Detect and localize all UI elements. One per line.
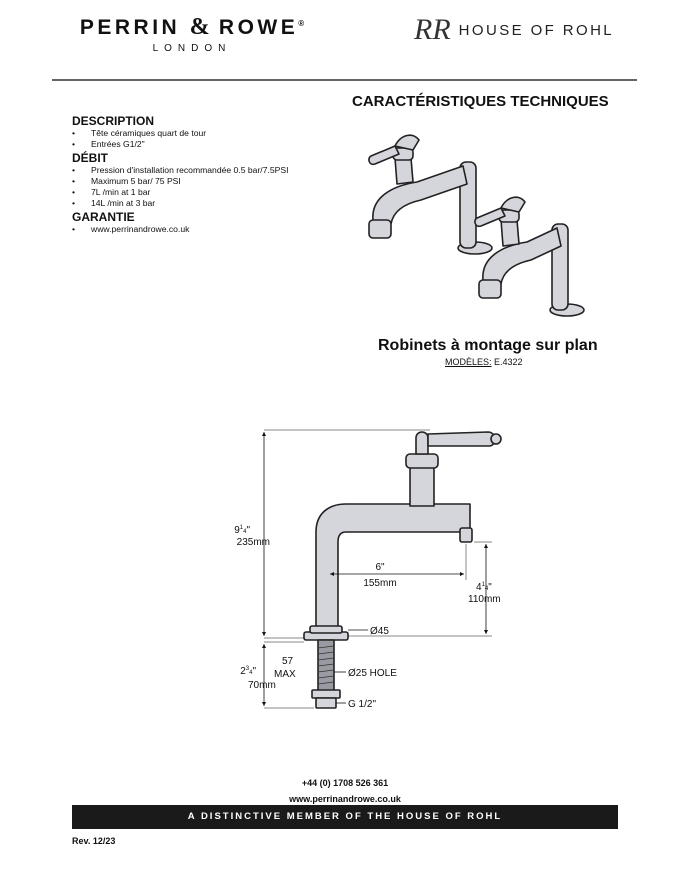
house-of-rohl-text: HOUSE OF ROHL bbox=[458, 21, 615, 39]
list-item: 14L /min at 3 bar bbox=[72, 198, 332, 209]
rr-monogram-icon: RR bbox=[414, 13, 451, 46]
hole-label: Ø25 HOLE bbox=[348, 668, 397, 679]
faucet-front bbox=[474, 196, 585, 317]
house-of-rohl-logo: RR HOUSE OF ROHL bbox=[414, 13, 614, 47]
spout-mm-label: 110mm bbox=[468, 594, 501, 605]
website-link[interactable]: www.perrinandrowe.co.uk bbox=[289, 794, 401, 804]
shank-inch-label: 234" bbox=[240, 666, 256, 677]
dimension-lines bbox=[262, 429, 492, 709]
specifications: DESCRIPTION Tête céramiques quart de tou… bbox=[72, 114, 332, 236]
brand-name-left: PERRIN bbox=[79, 16, 181, 39]
reach-mm-label: 155mm bbox=[363, 578, 396, 589]
shank-threads bbox=[317, 645, 335, 685]
base-diameter-label: Ø45 bbox=[370, 626, 389, 637]
debit-heading: DÉBIT bbox=[72, 151, 108, 165]
phone-number: +44 (0) 1708 526 361 bbox=[301, 778, 389, 788]
brand-ampersand: & bbox=[189, 14, 210, 40]
list-item: Entrées G1/2" bbox=[72, 139, 332, 150]
models-line: MODÈLES: E.4322 bbox=[445, 357, 523, 367]
list-item: Maximum 5 bar/ 75 PSI bbox=[72, 176, 332, 187]
shank-mm-label: 70mm bbox=[248, 680, 276, 691]
garantie-heading: GARANTIE bbox=[72, 210, 135, 224]
thread-label: G 1/2" bbox=[348, 699, 376, 710]
faucet-side-view bbox=[303, 431, 502, 709]
brand-name-right: ROWE bbox=[218, 16, 299, 39]
max-label: MAX bbox=[274, 669, 296, 680]
dimension-labels: 914" 235mm 6" 155mm 414" 110mm Ø45 57 MA… bbox=[234, 525, 500, 710]
registered-mark: ® bbox=[298, 19, 305, 28]
page-title: CARACTÉRISTIQUES TECHNIQUES bbox=[352, 93, 609, 110]
list-item: 7L /min at 1 bar bbox=[72, 187, 332, 198]
brand-city: LONDON bbox=[152, 43, 232, 54]
height-inch-label: 914" bbox=[234, 525, 250, 536]
faucet-back bbox=[368, 134, 493, 255]
perrin-rowe-logo: PERRIN & ROWE® LONDON bbox=[72, 14, 312, 54]
technical-drawing: 914" 235mm 6" 155mm 414" 110mm Ø45 57 MA… bbox=[234, 429, 502, 710]
height-mm-label: 235mm bbox=[237, 537, 270, 548]
footer-band: A DISTINCTIVE MEMBER OF THE HOUSE OF ROH… bbox=[72, 805, 618, 829]
revision-label: Rev. 12/23 bbox=[72, 836, 116, 846]
product-name: Robinets à montage sur plan bbox=[378, 337, 598, 354]
brand-name: PERRIN & ROWE® bbox=[72, 14, 312, 41]
description-list: Tête céramiques quart de tour Entrées G1… bbox=[72, 128, 332, 150]
product-illustration bbox=[368, 134, 585, 317]
models-label: MODÈLES: bbox=[445, 357, 492, 367]
garantie-list: www.perrinandrowe.co.uk bbox=[72, 224, 332, 235]
list-item: Tête céramiques quart de tour bbox=[72, 128, 332, 139]
warranty-link[interactable]: www.perrinandrowe.co.uk bbox=[72, 224, 332, 235]
spout-inch-label: 414" bbox=[476, 582, 492, 593]
debit-list: Pression d'installation recommandée 0.5 … bbox=[72, 165, 332, 209]
header-divider bbox=[52, 79, 637, 81]
max-value-label: 57 bbox=[282, 656, 294, 667]
description-heading: DESCRIPTION bbox=[72, 114, 155, 128]
model-number: E.4322 bbox=[494, 357, 523, 367]
reach-inch-label: 6" bbox=[375, 562, 385, 573]
list-item: Pression d'installation recommandée 0.5 … bbox=[72, 165, 332, 176]
